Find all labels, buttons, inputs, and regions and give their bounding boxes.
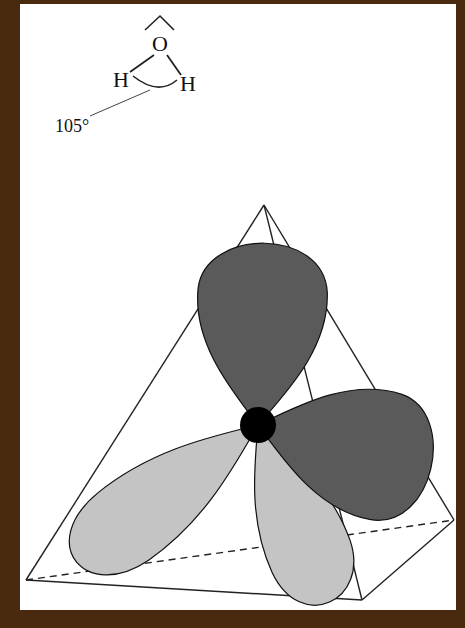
atom-label: H (180, 73, 196, 95)
orbital-lobe (242, 362, 446, 531)
lone-pair-mark (145, 16, 174, 30)
oxygen-nucleus (240, 407, 276, 443)
tetrahedron (26, 205, 454, 600)
atom-label: H (113, 69, 129, 91)
orbital-lobes (51, 241, 447, 618)
angle-label: 105° (55, 117, 89, 135)
orbital-lobe (51, 391, 284, 595)
orbital-lobe (193, 241, 329, 427)
atom-label: O (152, 33, 168, 55)
white-panel (20, 4, 456, 610)
angle-arc (133, 76, 177, 87)
oh-bond (167, 55, 181, 75)
tetra-edge (362, 520, 454, 600)
oh-bond (130, 55, 154, 72)
leader-line (90, 90, 150, 116)
